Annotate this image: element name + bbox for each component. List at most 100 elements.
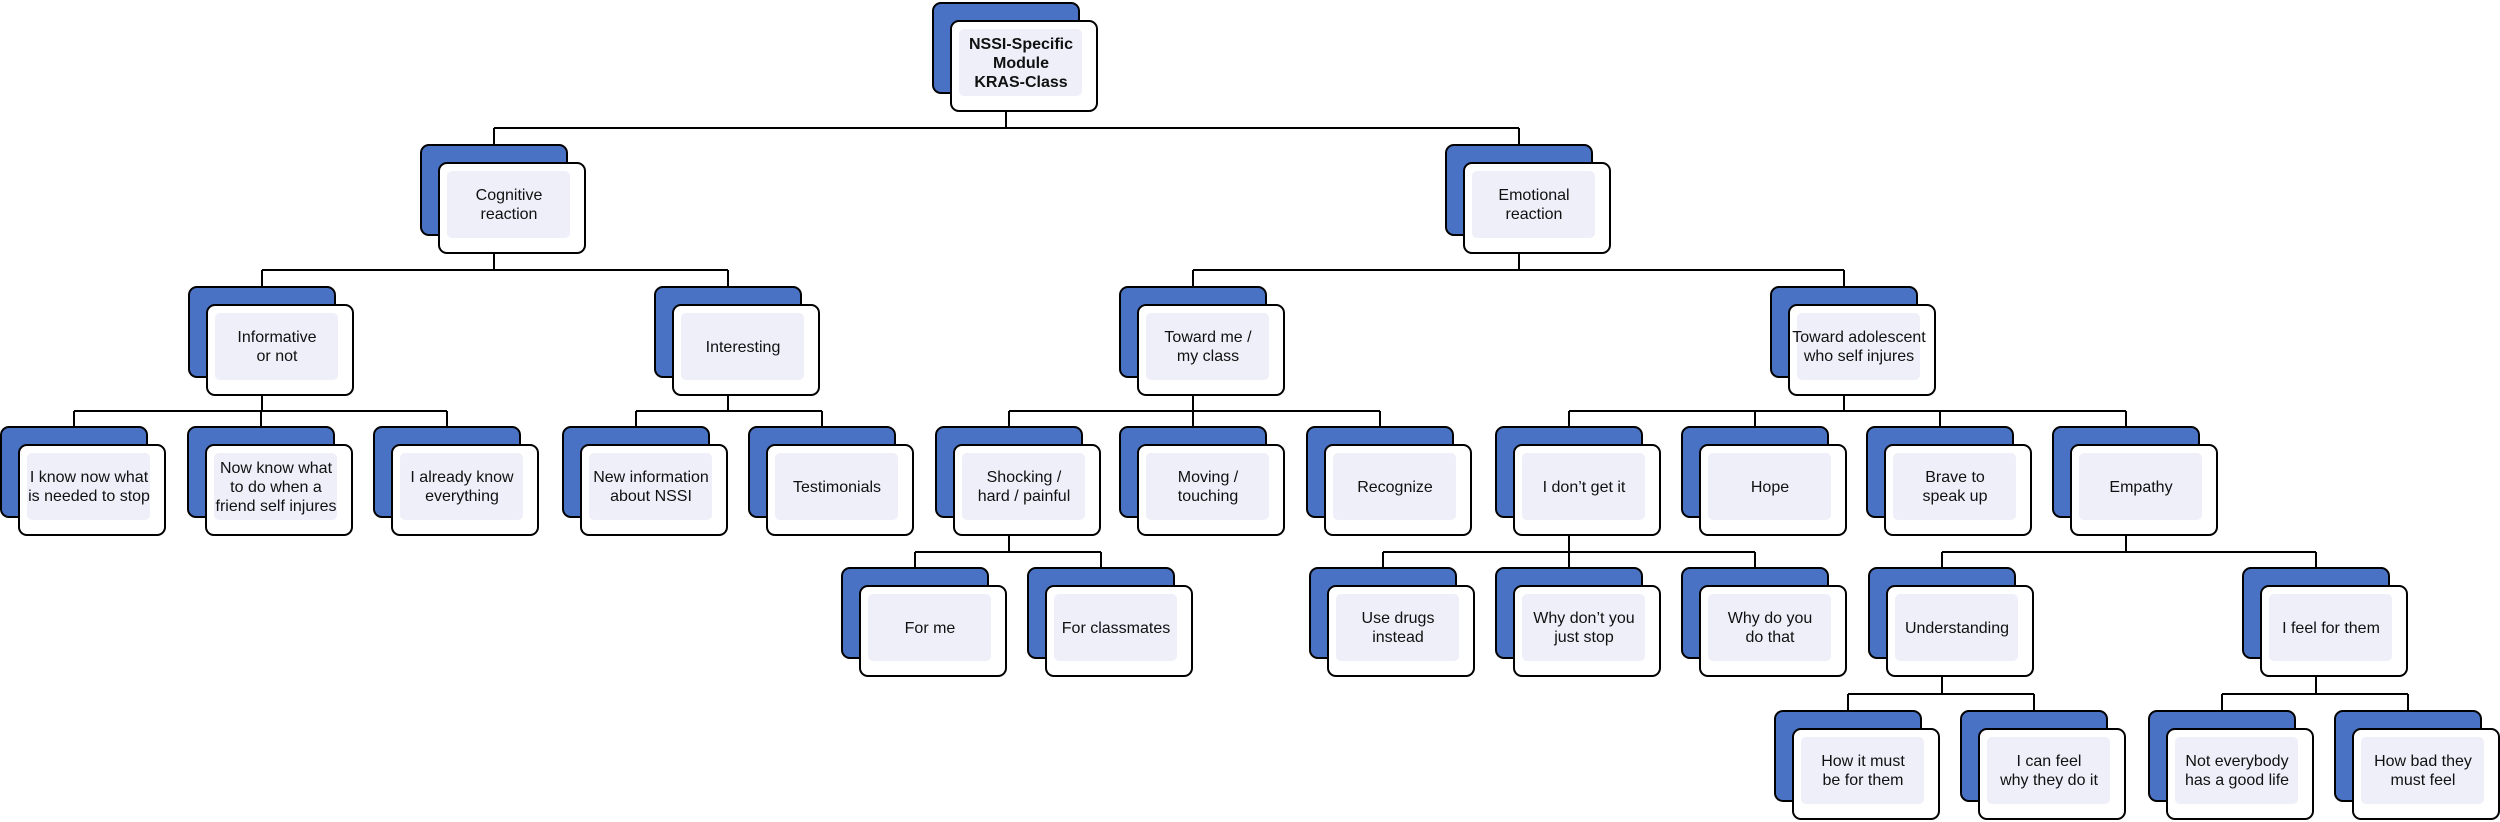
node-inner-panel [2175,737,2298,804]
node-label: NSSI-Specific Module KRAS-Class [968,35,1074,91]
node-inner-panel [1893,453,2016,520]
node-inner-panel [1336,594,1459,661]
node-how-must: How it must be for them [1774,710,1940,820]
node-box [1327,585,1475,677]
node-for-me: For me [841,567,1007,677]
node-already-know: I already know everything [373,426,539,536]
node-dont-get: I don’t get it [1495,426,1661,536]
node-label: Interesting [705,338,781,356]
node-label: How bad they must feel [2374,753,2472,789]
node-not-everybody: Not everybody has a good life [2148,710,2314,820]
node-moving: Moving / touching [1119,426,1285,536]
node-inner-panel [1333,453,1456,520]
node-for-classmates: For classmates [1027,567,1193,677]
node-emotional: Emotional reaction [1445,144,1611,254]
node-interesting: Interesting [654,286,820,396]
node-box [2166,728,2314,820]
node-label: Recognize [1357,478,1433,496]
node-shocking: Shocking / hard / painful [935,426,1101,536]
node-inner-panel [1146,313,1269,380]
node-inner-panel [962,453,1085,520]
node-why-dont: Why don’t you just stop [1495,567,1661,677]
node-label: Hope [1750,478,1790,496]
node-understanding: Understanding [1868,567,2034,677]
node-box [1886,585,2034,677]
node-box [438,162,586,254]
node-inner-panel [1801,737,1924,804]
node-box [1978,728,2126,820]
node-box [1792,728,1940,820]
node-box [391,444,539,536]
node-inner-panel [589,453,712,520]
node-box [950,20,1098,112]
node-label: Toward adolescent who self injures [1792,329,1926,365]
node-box [672,304,820,396]
node-box [1884,444,2032,536]
node-inner-panel [214,453,337,520]
node-inner-panel [1708,594,1831,661]
node-toward-me: Toward me / my class [1119,286,1285,396]
node-label: Understanding [1904,619,2010,637]
node-box [580,444,728,536]
node-root: NSSI-Specific Module KRAS-Class [932,2,1098,112]
node-label: Use drugs instead [1361,610,1435,646]
node-inner-panel [27,453,150,520]
node-inner-panel [1522,453,1645,520]
node-inner-panel [1472,171,1595,238]
node-label: I feel for them [2282,619,2380,637]
node-inner-panel [2079,453,2202,520]
node-label: Empathy [2109,478,2173,496]
node-label: Not everybody has a good life [2184,753,2290,789]
node-inner-panel [1054,594,1177,661]
node-empathy: Empathy [2052,426,2218,536]
node-label: I know now what is needed to stop [28,469,150,505]
node-inner-panel [1987,737,2110,804]
node-label: I can feel why they do it [2000,753,2098,789]
node-box [1137,304,1285,396]
node-inner-panel [775,453,898,520]
node-box [1788,304,1936,396]
node-label: Why do you do that [1727,610,1813,646]
node-feel-for: I feel for them [2242,567,2408,677]
node-box [859,585,1007,677]
node-label: Toward me / my class [1164,329,1252,365]
node-why-do: Why do you do that [1681,567,1847,677]
node-label: Moving / touching [1177,469,1239,505]
node-inner-panel [1895,594,2018,661]
node-informative: Informative or not [188,286,354,396]
node-box [1513,444,1661,536]
node-cognitive: Cognitive reaction [420,144,586,254]
node-inner-panel [2269,594,2392,661]
node-label: Informative or not [237,329,317,365]
node-label: For me [904,619,956,637]
node-label: Shocking / hard / painful [977,469,1071,505]
node-inner-panel [1708,453,1831,520]
node-inner-panel [681,313,804,380]
node-box [1699,585,1847,677]
node-inner-panel [1522,594,1645,661]
node-toward-adolescent: Toward adolescent who self injures [1770,286,1936,396]
node-label: I don’t get it [1542,478,1626,496]
node-brave: Brave to speak up [1866,426,2032,536]
node-box [18,444,166,536]
node-box [2352,728,2500,820]
node-label: Emotional reaction [1498,187,1570,223]
node-testimonials: Testimonials [748,426,914,536]
node-label: Now know what to do when a friend self i… [215,459,337,515]
node-inner-panel [1146,453,1269,520]
node-box [2260,585,2408,677]
node-box [1699,444,1847,536]
node-inner-panel [1797,313,1920,380]
node-box [1324,444,1472,536]
node-inner-panel [400,453,523,520]
node-know-now: I know now what is needed to stop [0,426,166,536]
node-box [2070,444,2218,536]
node-label: How it must be for them [1821,753,1905,789]
node-use-drugs: Use drugs instead [1309,567,1475,677]
node-box [766,444,914,536]
node-box [1137,444,1285,536]
node-box [953,444,1101,536]
node-recognize: Recognize [1306,426,1472,536]
node-inner-panel [959,29,1082,96]
